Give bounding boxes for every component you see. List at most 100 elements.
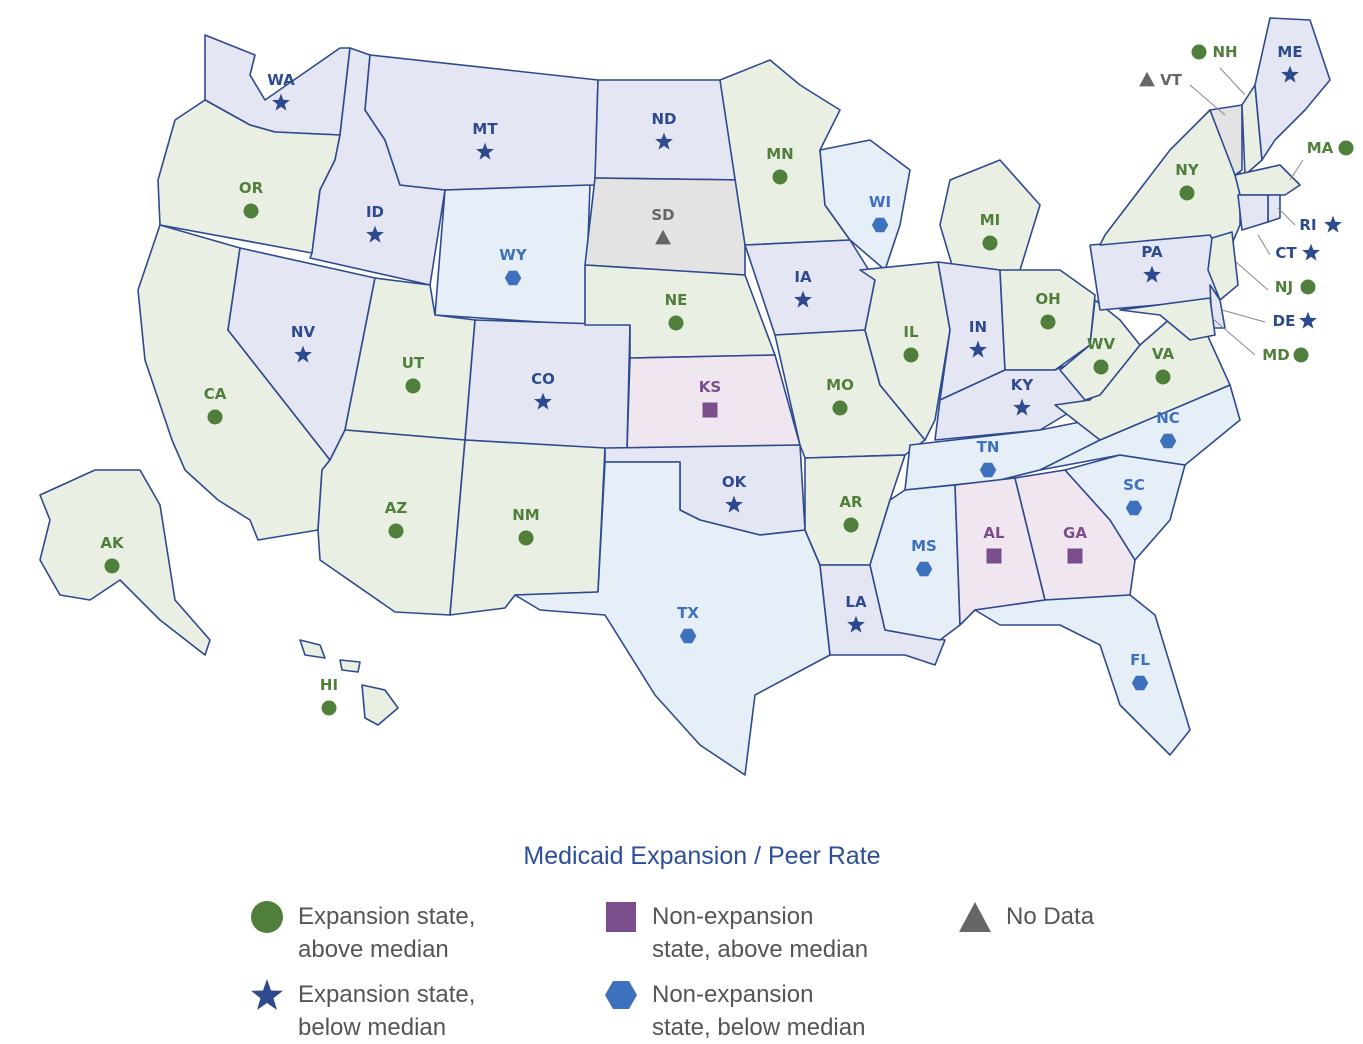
leader-line — [1235, 261, 1269, 291]
legend-label: Expansion state, below median — [298, 981, 476, 1041]
state-marker-hi-circle-icon — [321, 700, 337, 716]
state-ak — [39, 469, 211, 656]
state-label-sc: SC — [1123, 476, 1145, 494]
state-marker-wi-hexagon-icon — [871, 217, 889, 233]
state-marker-sd-triangle-icon — [655, 229, 671, 245]
state-wv — [1059, 299, 1141, 401]
state-label-az: AZ — [385, 499, 408, 517]
state-label-mn: MN — [766, 145, 793, 163]
hexagon-icon — [605, 981, 637, 1009]
state-label-wv: WV — [1087, 335, 1116, 353]
state-marker-al-square-icon — [986, 548, 1002, 564]
state-marker-sc-hexagon-icon — [1125, 500, 1143, 516]
state-fl — [974, 594, 1191, 756]
state-labels: WAORCAIDNVMTWYUTAZCONMNDSDNEKSOKTXMNIAMO… — [100, 43, 1354, 716]
state-marker-mt-star-icon — [476, 142, 494, 160]
state-marker-ca-circle-icon — [207, 409, 223, 425]
state-label-il: IL — [903, 323, 919, 341]
state-wi — [819, 139, 911, 271]
state-marker-ut-circle-icon — [405, 378, 421, 394]
state-label-ca: CA — [204, 385, 227, 403]
legend-item-expansion-above: Expansion state, above median — [250, 900, 475, 966]
state-label-wy: WY — [499, 246, 528, 264]
state-label-vt: VT — [1160, 71, 1183, 89]
state-ny — [1099, 109, 1241, 261]
state-label-va: VA — [1152, 345, 1175, 363]
state-marker-va-circle-icon — [1155, 369, 1171, 385]
state-label-or: OR — [239, 179, 264, 197]
star-icon — [251, 979, 283, 1010]
state-label-nj: NJ — [1275, 278, 1293, 296]
state-marker-tn-hexagon-icon — [979, 462, 997, 478]
state-label-sd: SD — [651, 206, 674, 224]
state-label-ri: RI — [1299, 216, 1316, 234]
state-label-ky: KY — [1011, 376, 1035, 394]
state-label-nv: NV — [291, 323, 316, 341]
state-marker-co-star-icon — [534, 392, 552, 410]
state-marker-nh-circle-icon — [1191, 44, 1207, 60]
state-label-oh: OH — [1035, 290, 1060, 308]
state-label-ut: UT — [402, 354, 425, 372]
state-az — [317, 429, 466, 616]
state-ct — [1237, 194, 1269, 231]
state-marker-wv-circle-icon — [1093, 359, 1109, 375]
state-label-co: CO — [531, 370, 555, 388]
state-label-md: MD — [1262, 346, 1289, 364]
state-marker-md-circle-icon — [1293, 347, 1309, 363]
state-marker-id-star-icon — [366, 225, 384, 243]
state-marker-nc-hexagon-icon — [1159, 433, 1177, 449]
state-label-mi: MI — [980, 211, 1001, 229]
legend-title: Medicaid Expansion / Peer Rate — [523, 842, 881, 870]
state-label-ks: KS — [699, 378, 721, 396]
state-marker-nj-circle-icon — [1300, 279, 1316, 295]
state-label-al: AL — [983, 524, 1005, 542]
leader-line — [1219, 67, 1246, 96]
state-marker-az-circle-icon — [388, 523, 404, 539]
state-marker-oh-circle-icon — [1040, 314, 1056, 330]
state-marker-tx-hexagon-icon — [679, 628, 697, 644]
state-label-ne: NE — [665, 291, 688, 309]
state-marker-ma-circle-icon — [1338, 140, 1354, 156]
state-marker-mo-circle-icon — [832, 400, 848, 416]
state-me — [1254, 17, 1331, 161]
state-label-id: ID — [366, 203, 384, 221]
state-label-hi: HI — [320, 676, 338, 694]
state-marker-ms-hexagon-icon — [915, 561, 933, 577]
state-label-ak: AK — [100, 534, 125, 552]
legend-item-nonexpansion-below: Non-expansion state, below median — [604, 978, 865, 1044]
state-label-mt: MT — [472, 120, 498, 138]
legend-label: Non-expansion state, below median — [652, 981, 866, 1041]
state-marker-la-star-icon — [847, 615, 865, 633]
state-label-ct: CT — [1275, 244, 1297, 262]
state-label-tx: TX — [677, 604, 699, 622]
square-icon — [606, 902, 636, 932]
leader-line — [1277, 207, 1296, 226]
state-label-in: IN — [969, 318, 987, 336]
state-nm — [449, 439, 606, 616]
state-marker-in-star-icon — [969, 340, 987, 358]
state-marker-ok-star-icon — [725, 495, 743, 513]
state-marker-mn-circle-icon — [772, 169, 788, 185]
state-marker-nd-star-icon — [655, 132, 673, 150]
state-marker-fl-hexagon-icon — [1131, 675, 1149, 691]
circle-icon — [251, 901, 283, 933]
state-label-de: DE — [1273, 312, 1296, 330]
state-nj — [1207, 231, 1239, 301]
legend-label: No Data — [1006, 903, 1095, 930]
state-marker-pa-star-icon — [1143, 265, 1161, 283]
legend-item-nonexpansion-above: Non-expansion state, above median — [604, 900, 868, 966]
state-marker-or-circle-icon — [243, 203, 259, 219]
state-marker-wa-star-icon — [272, 93, 290, 111]
state-marker-nv-star-icon — [294, 345, 312, 363]
state-label-ny: NY — [1175, 161, 1200, 179]
state-label-fl: FL — [1130, 651, 1150, 669]
state-marker-ne-circle-icon — [668, 315, 684, 331]
state-label-ar: AR — [839, 493, 863, 511]
state-ia — [744, 239, 876, 336]
state-marker-ny-circle-icon — [1179, 185, 1195, 201]
state-label-mo: MO — [826, 376, 854, 394]
state-sd — [584, 177, 746, 276]
state-tx — [514, 461, 831, 776]
leader-line — [1189, 84, 1226, 116]
